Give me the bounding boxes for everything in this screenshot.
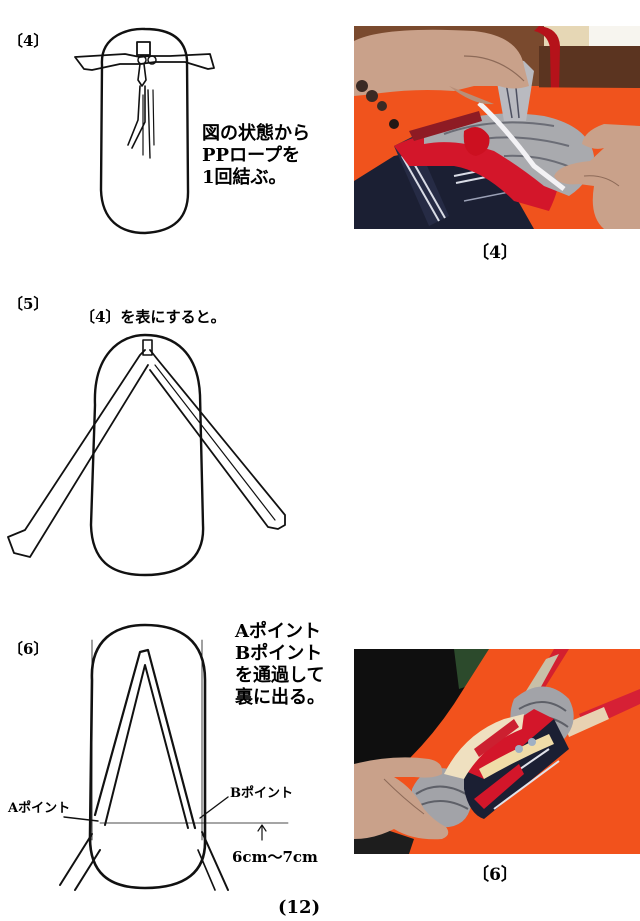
step-6-photo [354,649,640,854]
step-5-label: 〔5〕 [8,295,49,313]
point-b-label: Bポイント [230,786,293,801]
step-6-sketch [59,623,289,891]
page-number: (12) [278,897,321,918]
step-6-photo-caption: 〔6〕 [472,865,518,885]
step-6-label: 〔6〕 [8,640,49,658]
step-4-instruction: 図の状態から PPロープを 1回結ぶ。 [202,123,310,188]
step-4-photo-caption: 〔4〕 [472,243,518,263]
step-5-instruction: 〔4〕を表にすると。 [80,308,226,326]
step-5-sketch [7,333,286,577]
measurement-label: 6cm～7cm [232,848,318,866]
step-4-label: 〔4〕 [8,32,49,50]
step-4-sketch [74,27,215,235]
point-a-label: Aポイント [8,801,71,816]
step-6-instruction: Aポイント Bポイント を通過して 裏に出る。 [235,621,325,708]
step-4-photo [354,26,640,229]
